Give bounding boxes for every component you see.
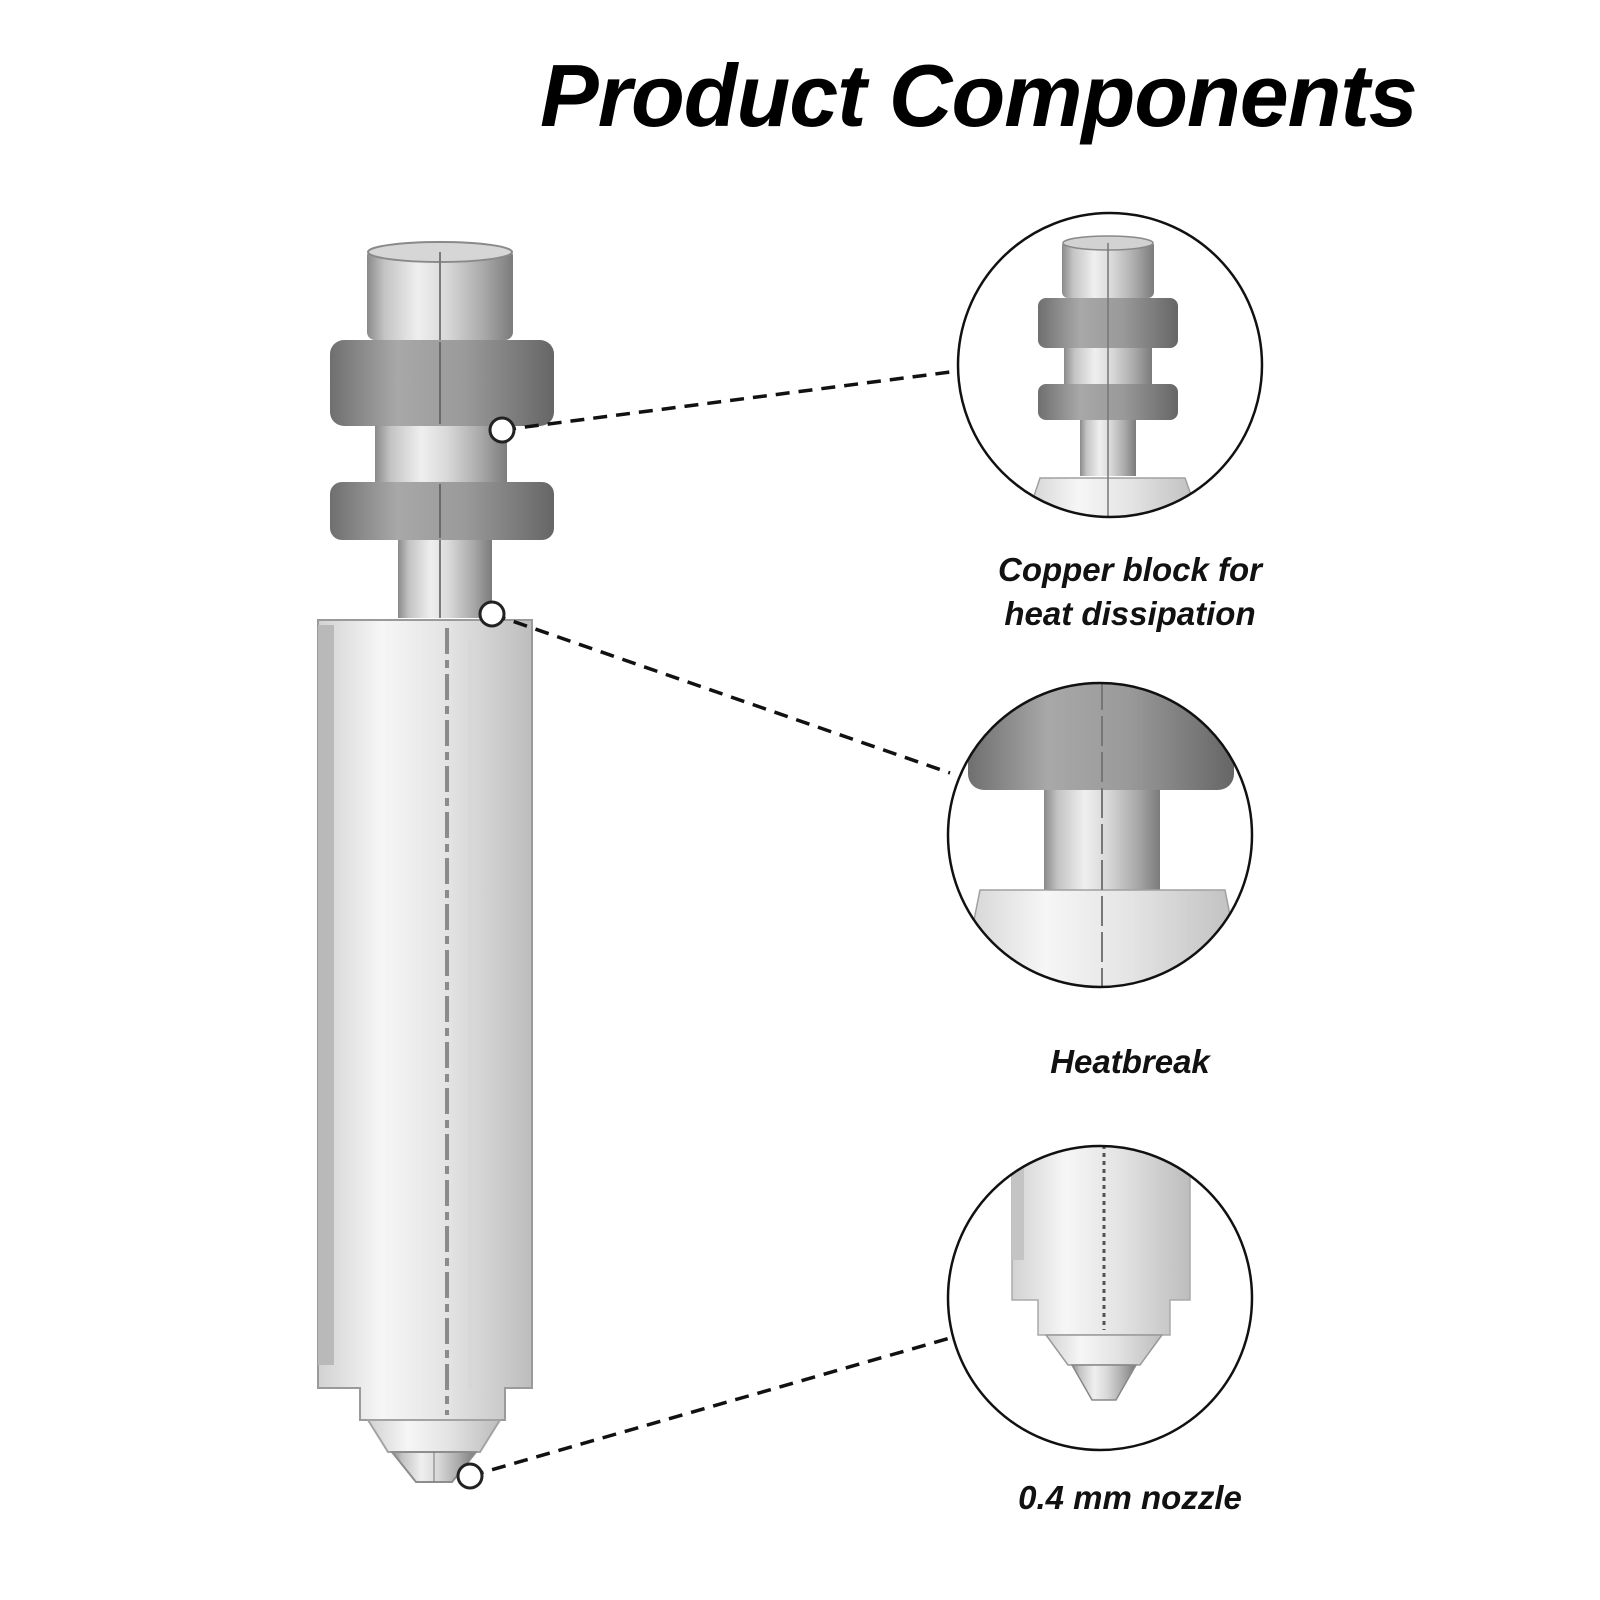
anchor-dot-copper — [488, 416, 516, 444]
page-title: Product Components — [540, 46, 1418, 145]
callout-label-line: Copper block for — [997, 551, 1263, 588]
zoom-circle-heatbreak — [946, 681, 1254, 989]
cooling-fin-lower — [330, 482, 554, 540]
hotend-assembly — [317, 241, 554, 1483]
leader-line-copper — [501, 369, 959, 432]
hotend-top-cap — [367, 241, 513, 340]
anchor-dot-nozzle — [456, 1462, 484, 1490]
fin-neck — [375, 426, 507, 482]
nozzle-tip — [366, 1419, 502, 1483]
leader-line-heatbreak — [491, 612, 951, 775]
callout-label-line: 0.4 mm nozzle — [1018, 1479, 1242, 1516]
callout-label-heatbreak: Heatbreak — [930, 1040, 1330, 1084]
leader-line-nozzle — [469, 1336, 951, 1478]
callout-label-line: Heatbreak — [1050, 1043, 1210, 1080]
callout-label-nozzle: 0.4 mm nozzle — [930, 1476, 1330, 1520]
zoom-circle-copper-block — [956, 211, 1264, 519]
heater-body — [317, 619, 533, 1421]
cooling-fin-upper — [330, 340, 554, 426]
anchor-dot-heatbreak — [478, 600, 506, 628]
callout-label-copper-block: Copper block for heat dissipation — [930, 548, 1330, 636]
heatbreak-tube — [398, 540, 492, 618]
callout-label-line: heat dissipation — [1004, 595, 1256, 632]
zoom-circle-nozzle — [946, 1144, 1254, 1452]
